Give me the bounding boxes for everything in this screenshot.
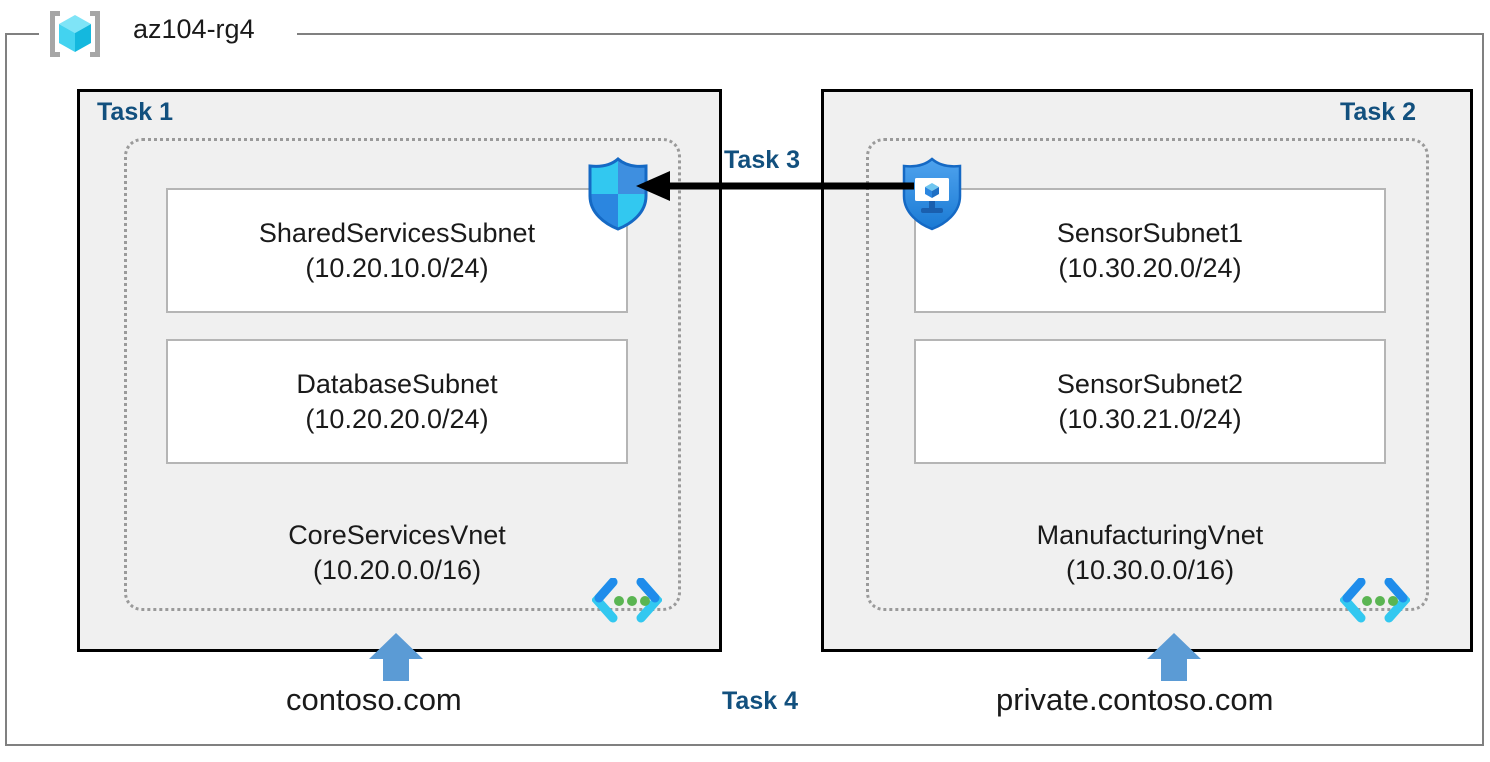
subnet-name: SharedServicesSubnet <box>258 217 536 248</box>
subnet-sensor-2: SensorSubnet2 (10.30.21.0/24) <box>914 339 1386 464</box>
subnet-name: DatabaseSubnet <box>296 368 498 399</box>
subnet-name: SensorSubnet2 <box>1056 368 1244 399</box>
subnet-cidr: (10.20.10.0/24) <box>305 252 489 283</box>
code-brackets-template-icon <box>1338 577 1412 626</box>
task-4-label: Task 4 <box>722 687 798 715</box>
task-2-label: Task 2 <box>1340 98 1416 126</box>
vnet-name: ManufacturingVnet <box>1036 520 1264 550</box>
vnet-peering-left-arrow-icon <box>636 170 914 202</box>
vnet-core-services-boundary <box>124 138 681 611</box>
resource-group-cube-icon <box>46 8 104 60</box>
subnet-name: SensorSubnet1 <box>1056 217 1244 248</box>
task-3-label: Task 3 <box>724 146 800 174</box>
subnet-shared-services: SharedServicesSubnet (10.20.10.0/24) <box>166 188 628 313</box>
subnet-database: DatabaseSubnet (10.20.20.0/24) <box>166 339 628 464</box>
subnet-cidr: (10.30.20.0/24) <box>1058 252 1242 283</box>
code-brackets-template-icon <box>590 577 664 626</box>
dns-up-arrow-icon <box>1147 633 1201 681</box>
resource-group-frame-right <box>1482 33 1484 746</box>
vnet-manufacturing-label: ManufacturingVnet (10.30.0.0/16) <box>914 518 1386 587</box>
dns-zone-private-contoso: private.contoso.com <box>996 682 1274 717</box>
resource-group-frame-bottom <box>5 744 1484 746</box>
resource-group-frame-top-left <box>5 33 39 35</box>
dns-up-arrow-icon <box>369 633 423 681</box>
vnet-core-services-label: CoreServicesVnet (10.20.0.0/16) <box>166 518 628 587</box>
resource-group-name: az104-rg4 <box>133 14 255 44</box>
resource-group-frame-left <box>5 33 7 746</box>
vnet-name: CoreServicesVnet <box>288 520 506 550</box>
shield-virtual-machine-icon <box>899 156 965 232</box>
vnet-cidr: (10.20.0.0/16) <box>312 554 482 585</box>
resource-group-frame-top-right <box>297 33 1484 35</box>
shield-icon <box>583 156 653 232</box>
vnet-cidr: (10.30.0.0/16) <box>1065 554 1235 585</box>
task-1-label: Task 1 <box>97 98 173 126</box>
subnet-sensor-1: SensorSubnet1 (10.30.20.0/24) <box>914 188 1386 313</box>
subnet-cidr: (10.30.21.0/24) <box>1058 403 1242 434</box>
subnet-cidr: (10.20.20.0/24) <box>305 403 489 434</box>
vnet-manufacturing-boundary <box>866 138 1429 611</box>
dns-zone-contoso: contoso.com <box>286 682 462 717</box>
